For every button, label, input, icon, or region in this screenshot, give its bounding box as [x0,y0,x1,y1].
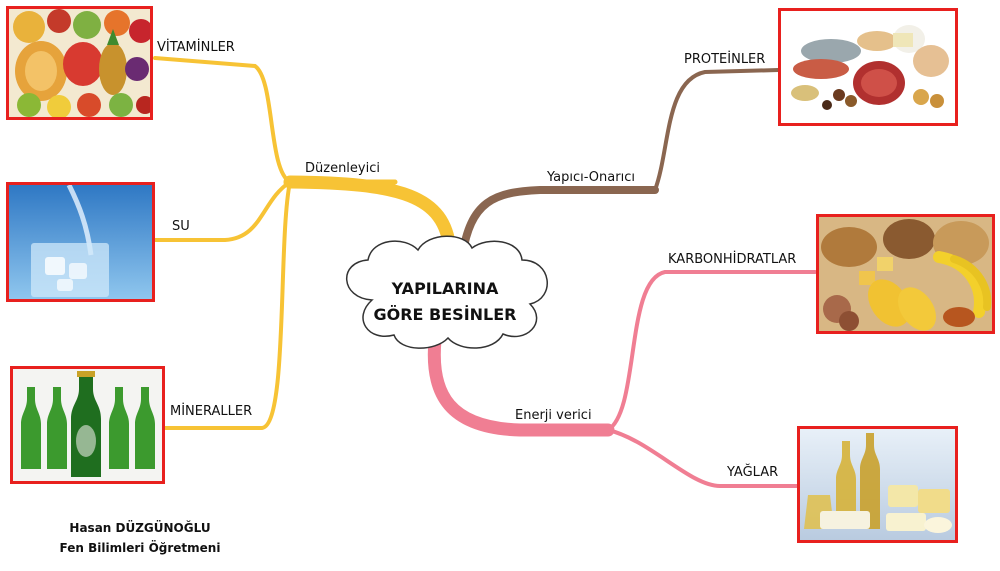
branch-label-yapici: Yapıcı-Onarıcı [547,170,635,185]
energy-main-branch [427,333,615,437]
proteinler-image [778,8,958,126]
vitaminler-image [6,6,153,120]
center-title-line1: YAPILARINA [391,279,499,298]
su-image [6,182,155,302]
leaf-label-karbonhidratlar: KARBONHİDRATLAR [668,252,797,267]
branch-label-duzenleyici: Düzenleyici [305,161,380,176]
mineraller-connector [163,180,292,430]
vitaminler-connector [153,56,292,184]
karbonhidratlar-connector [606,270,817,432]
proteinler-connector [653,68,780,192]
karbonhidratlar-image [816,214,995,334]
mineraller-image [10,366,165,484]
leaf-label-proteinler: PROTEİNLER [684,52,766,67]
leaf-label-mineraller: MİNERALLER [170,404,253,419]
author-title: Fen Bilimleri Öğretmeni [59,541,221,555]
leaf-label-vitaminler: VİTAMİNLER [157,40,235,55]
regulator-main-branch [283,175,457,257]
author-credit: Hasan DÜZGÜNOĞLU Fen Bilimleri Öğretmeni [40,518,240,558]
branch-label-enerji: Enerji verici [515,408,592,423]
author-name: Hasan DÜZGÜNOĞLU [69,521,211,535]
leaf-label-yaglar: YAĞLAR [727,465,779,480]
center-title-line2: GÖRE BESİNLER [373,305,517,324]
center-title: YAPILARINA GÖRE BESİNLER [350,276,540,328]
leaf-label-su: SU [172,219,190,234]
yaglar-connector [606,428,799,488]
center-cloud [346,235,548,349]
builder-main-branch [458,186,659,262]
yaglar-image [797,426,958,543]
su-connector [153,180,292,242]
